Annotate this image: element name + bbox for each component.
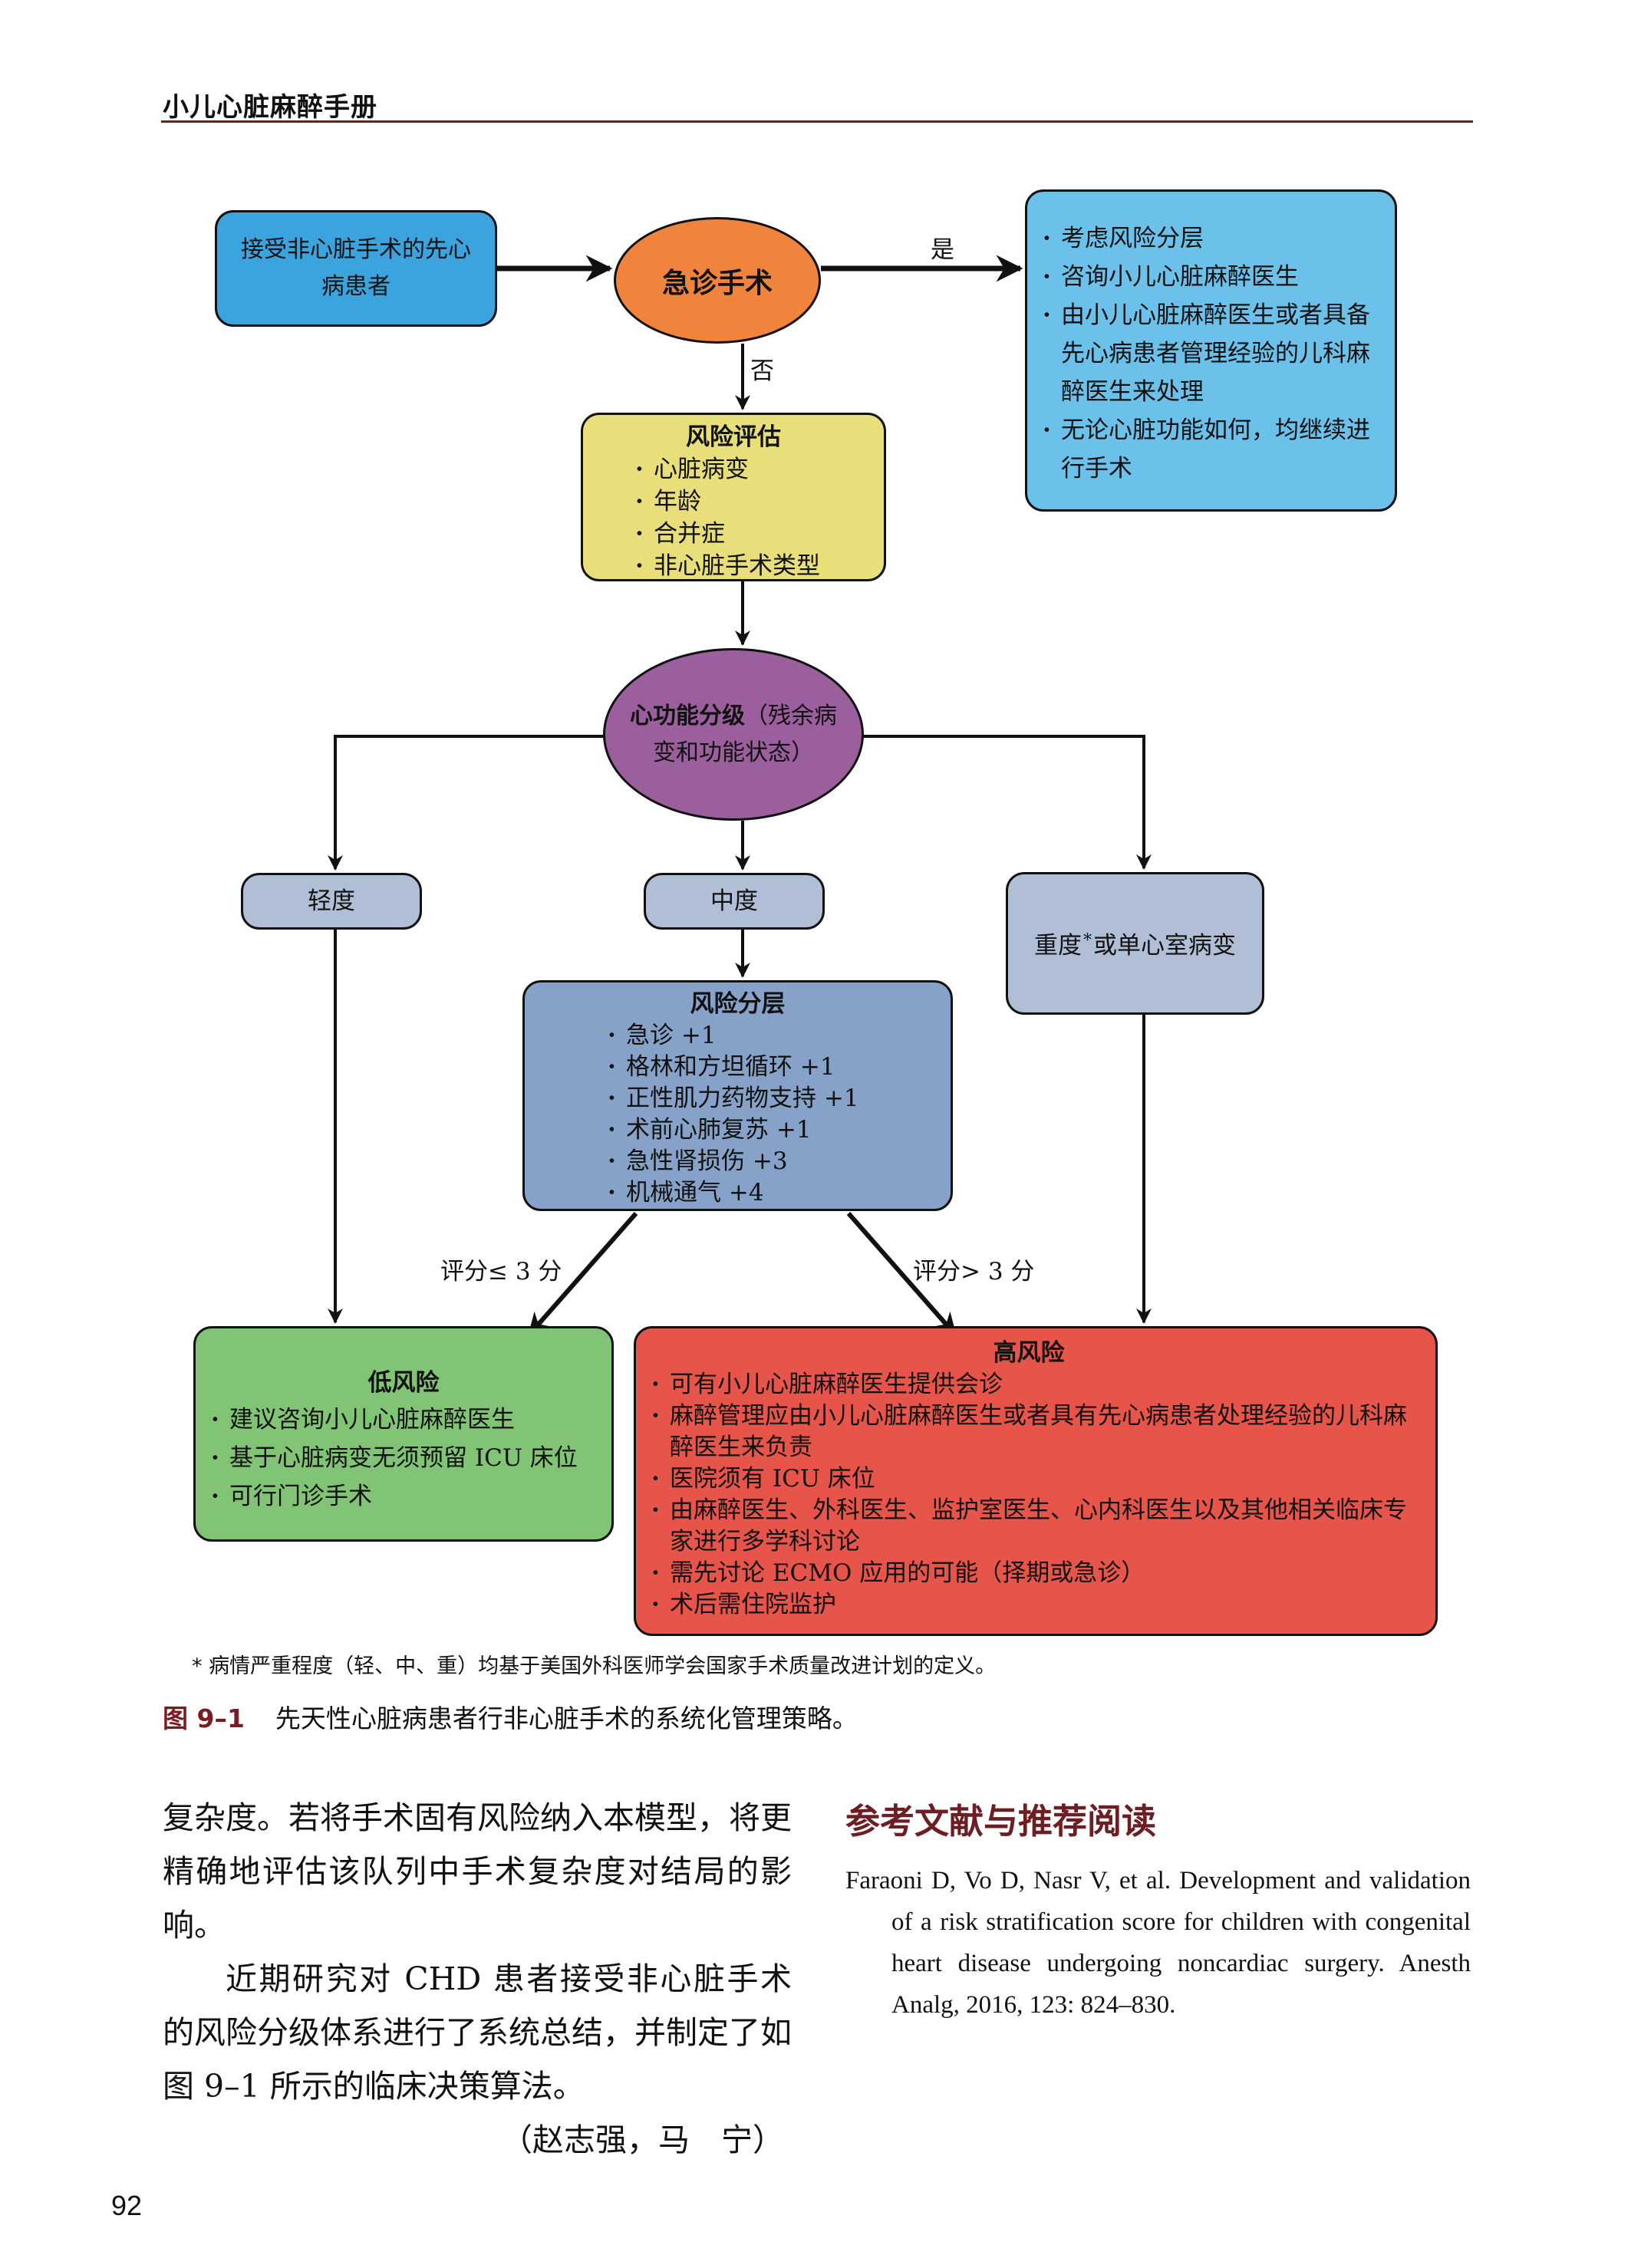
node-emergency-yes-actions: 考虑风险分层 咨询小儿心脏麻醉医生 由小儿心脏麻醉医生或者具备先心病患者管理经验… (1025, 189, 1397, 512)
severe-text: 重度 (1034, 932, 1082, 960)
low-risk-item: 可行门诊手术 (211, 1477, 611, 1516)
arrow-function-to-severe (861, 735, 1152, 870)
high-risk-item: 需先讨论 ECMO 应用的可能（择期或急诊） (651, 1558, 1422, 1589)
footnote-marker: * (1083, 931, 1092, 950)
high-risk-title: 高风险 (993, 1339, 1065, 1367)
function-grade-title: 心功能分级 (630, 702, 745, 729)
function-grade-subtitle: （残余病变和功能状态） (653, 702, 837, 766)
page-number: 92 (111, 2190, 143, 2221)
mild-label: 轻度 (308, 887, 355, 915)
body-text-column: 复杂度。若将手术固有风险纳入本模型，将更精确地评估该队列中手术复杂度对结局的影响… (163, 1791, 792, 2167)
node-low-risk: 低风险 建议咨询小儿心脏麻醉医生 基于心脏病变无须预留 ICU 床位 可行门诊手… (193, 1326, 614, 1542)
node-mild: 轻度 (241, 873, 422, 930)
node-moderate: 中度 (644, 873, 825, 930)
flowchart-figure: 接受非心脏手术的先心病患者 急诊手术 是 否 考虑风险分层 咨询小儿心脏麻醉医生… (0, 0, 1641, 1687)
risk-assessment-item: 年龄 (635, 486, 884, 518)
edge-label-score-low: 评分≤ 3 分 (440, 1258, 562, 1285)
low-risk-item: 基于心脏病变无须预留 ICU 床位 (211, 1439, 611, 1477)
node-start-text: 接受非心脏手术的先心病患者 (241, 236, 471, 300)
stratification-item: 格林和方坦循环 +1 (608, 1052, 951, 1083)
node-risk-stratification: 风险分层 急诊 +1 格林和方坦循环 +1 正性肌力药物支持 +1 术前心肺复苏… (522, 980, 953, 1211)
references-heading: 参考文献与推荐阅读 (845, 1801, 1157, 1842)
figure-caption-text: 先天性心脏病患者行非心脏手术的系统化管理策略。 (275, 1703, 858, 1733)
risk-assessment-title: 风险评估 (686, 423, 781, 451)
moderate-label: 中度 (710, 887, 758, 915)
stratification-item: 急诊 +1 (608, 1020, 951, 1052)
high-risk-item: 麻醉管理应由小儿心脏麻醉医生或者具有先心病患者处理经验的儿科麻醉医生来负责 (651, 1401, 1422, 1463)
figure-caption-label: 图 9–1 (163, 1703, 245, 1733)
reference-item: Faraoni D, Vo D, Nasr V, et al. Developm… (845, 1867, 1471, 2019)
body-paragraph: 近期研究对 CHD 患者接受非心脏手术的风险分级体系进行了系统总结，并制定了如图… (163, 1960, 792, 2105)
header-rule (161, 120, 1473, 123)
function-grade-text: 心功能分级（残余病变和功能状态） (605, 698, 862, 772)
running-header-title: 小儿心脏麻醉手册 (163, 92, 377, 123)
figure-caption: 图 9–1 先天性心脏病患者行非心脏手术的系统化管理策略。 (163, 1698, 858, 1735)
arrow-stratification-to-high-risk (846, 1212, 957, 1337)
arrow-stratification-to-low-risk (527, 1212, 638, 1337)
node-high-risk: 高风险 可有小儿心脏麻醉医生提供会诊 麻醉管理应由小儿心脏麻醉医生或者具有先心病… (634, 1326, 1438, 1636)
high-risk-item: 由麻醉医生、外科医生、监护室医生、心内科医生以及其他相关临床专家进行多学科讨论 (651, 1495, 1422, 1558)
yes-item: 无论心脏功能如何，均继续进行手术 (1043, 411, 1379, 488)
node-start-patient: 接受非心脏手术的先心病患者 (215, 210, 497, 327)
edge-label-score-high: 评分> 3 分 (913, 1258, 1035, 1285)
node-emergency-text: 急诊手术 (661, 267, 773, 299)
high-risk-item: 术后需住院监护 (651, 1589, 1422, 1621)
high-risk-item: 医院须有 ICU 床位 (651, 1463, 1422, 1495)
flowchart-connectors (328, 255, 1152, 1337)
edge-label-no: 否 (750, 357, 774, 385)
risk-assessment-item: 心脏病变 (635, 453, 884, 486)
risk-assessment-item: 非心脏手术类型 (635, 550, 884, 582)
node-emergency-surgery: 急诊手术 (614, 217, 821, 344)
yes-item: 由小儿心脏麻醉医生或者具备先心病患者管理经验的儿科麻醉医生来处理 (1043, 296, 1379, 411)
yes-item: 考虑风险分层 (1043, 219, 1379, 258)
stratification-item: 机械通气 +4 (608, 1177, 951, 1209)
body-paragraph: 复杂度。若将手术固有风险纳入本模型，将更精确地评估该队列中手术复杂度对结局的影响… (163, 1799, 792, 1944)
stratification-title: 风险分层 (690, 990, 786, 1018)
low-risk-item: 建议咨询小儿心脏麻醉医生 (211, 1401, 611, 1439)
stratification-item: 急性肾损伤 +3 (608, 1146, 951, 1177)
node-function-grade: 心功能分级（残余病变和功能状态） (603, 648, 864, 821)
stratification-item: 正性肌力药物支持 +1 (608, 1083, 951, 1114)
edge-label-yes: 是 (931, 236, 954, 264)
figure-footnote: * 病情严重程度（轻、中、重）均基于美国外科医师学会国家手术质量改进计划的定义。 (192, 1654, 997, 1678)
node-severe: 重度*或单心室病变 (1006, 872, 1264, 1015)
yes-item: 咨询小儿心脏麻醉医生 (1043, 258, 1379, 296)
low-risk-title: 低风险 (367, 1369, 440, 1397)
high-risk-item: 可有小儿心脏麻醉医生提供会诊 (651, 1369, 1422, 1401)
severe-label: 重度*或单心室病变 (1034, 925, 1236, 962)
section-authors: （赵志强，马 宁） (501, 2122, 784, 2158)
arrow-function-to-mild (328, 735, 606, 871)
stratification-item: 术前心肺复苏 +1 (608, 1114, 951, 1146)
risk-assessment-item: 合并症 (635, 518, 884, 550)
severe-text-rest: 或单心室病变 (1093, 932, 1236, 960)
node-risk-assessment: 风险评估 心脏病变 年龄 合并症 非心脏手术类型 (581, 413, 886, 582)
